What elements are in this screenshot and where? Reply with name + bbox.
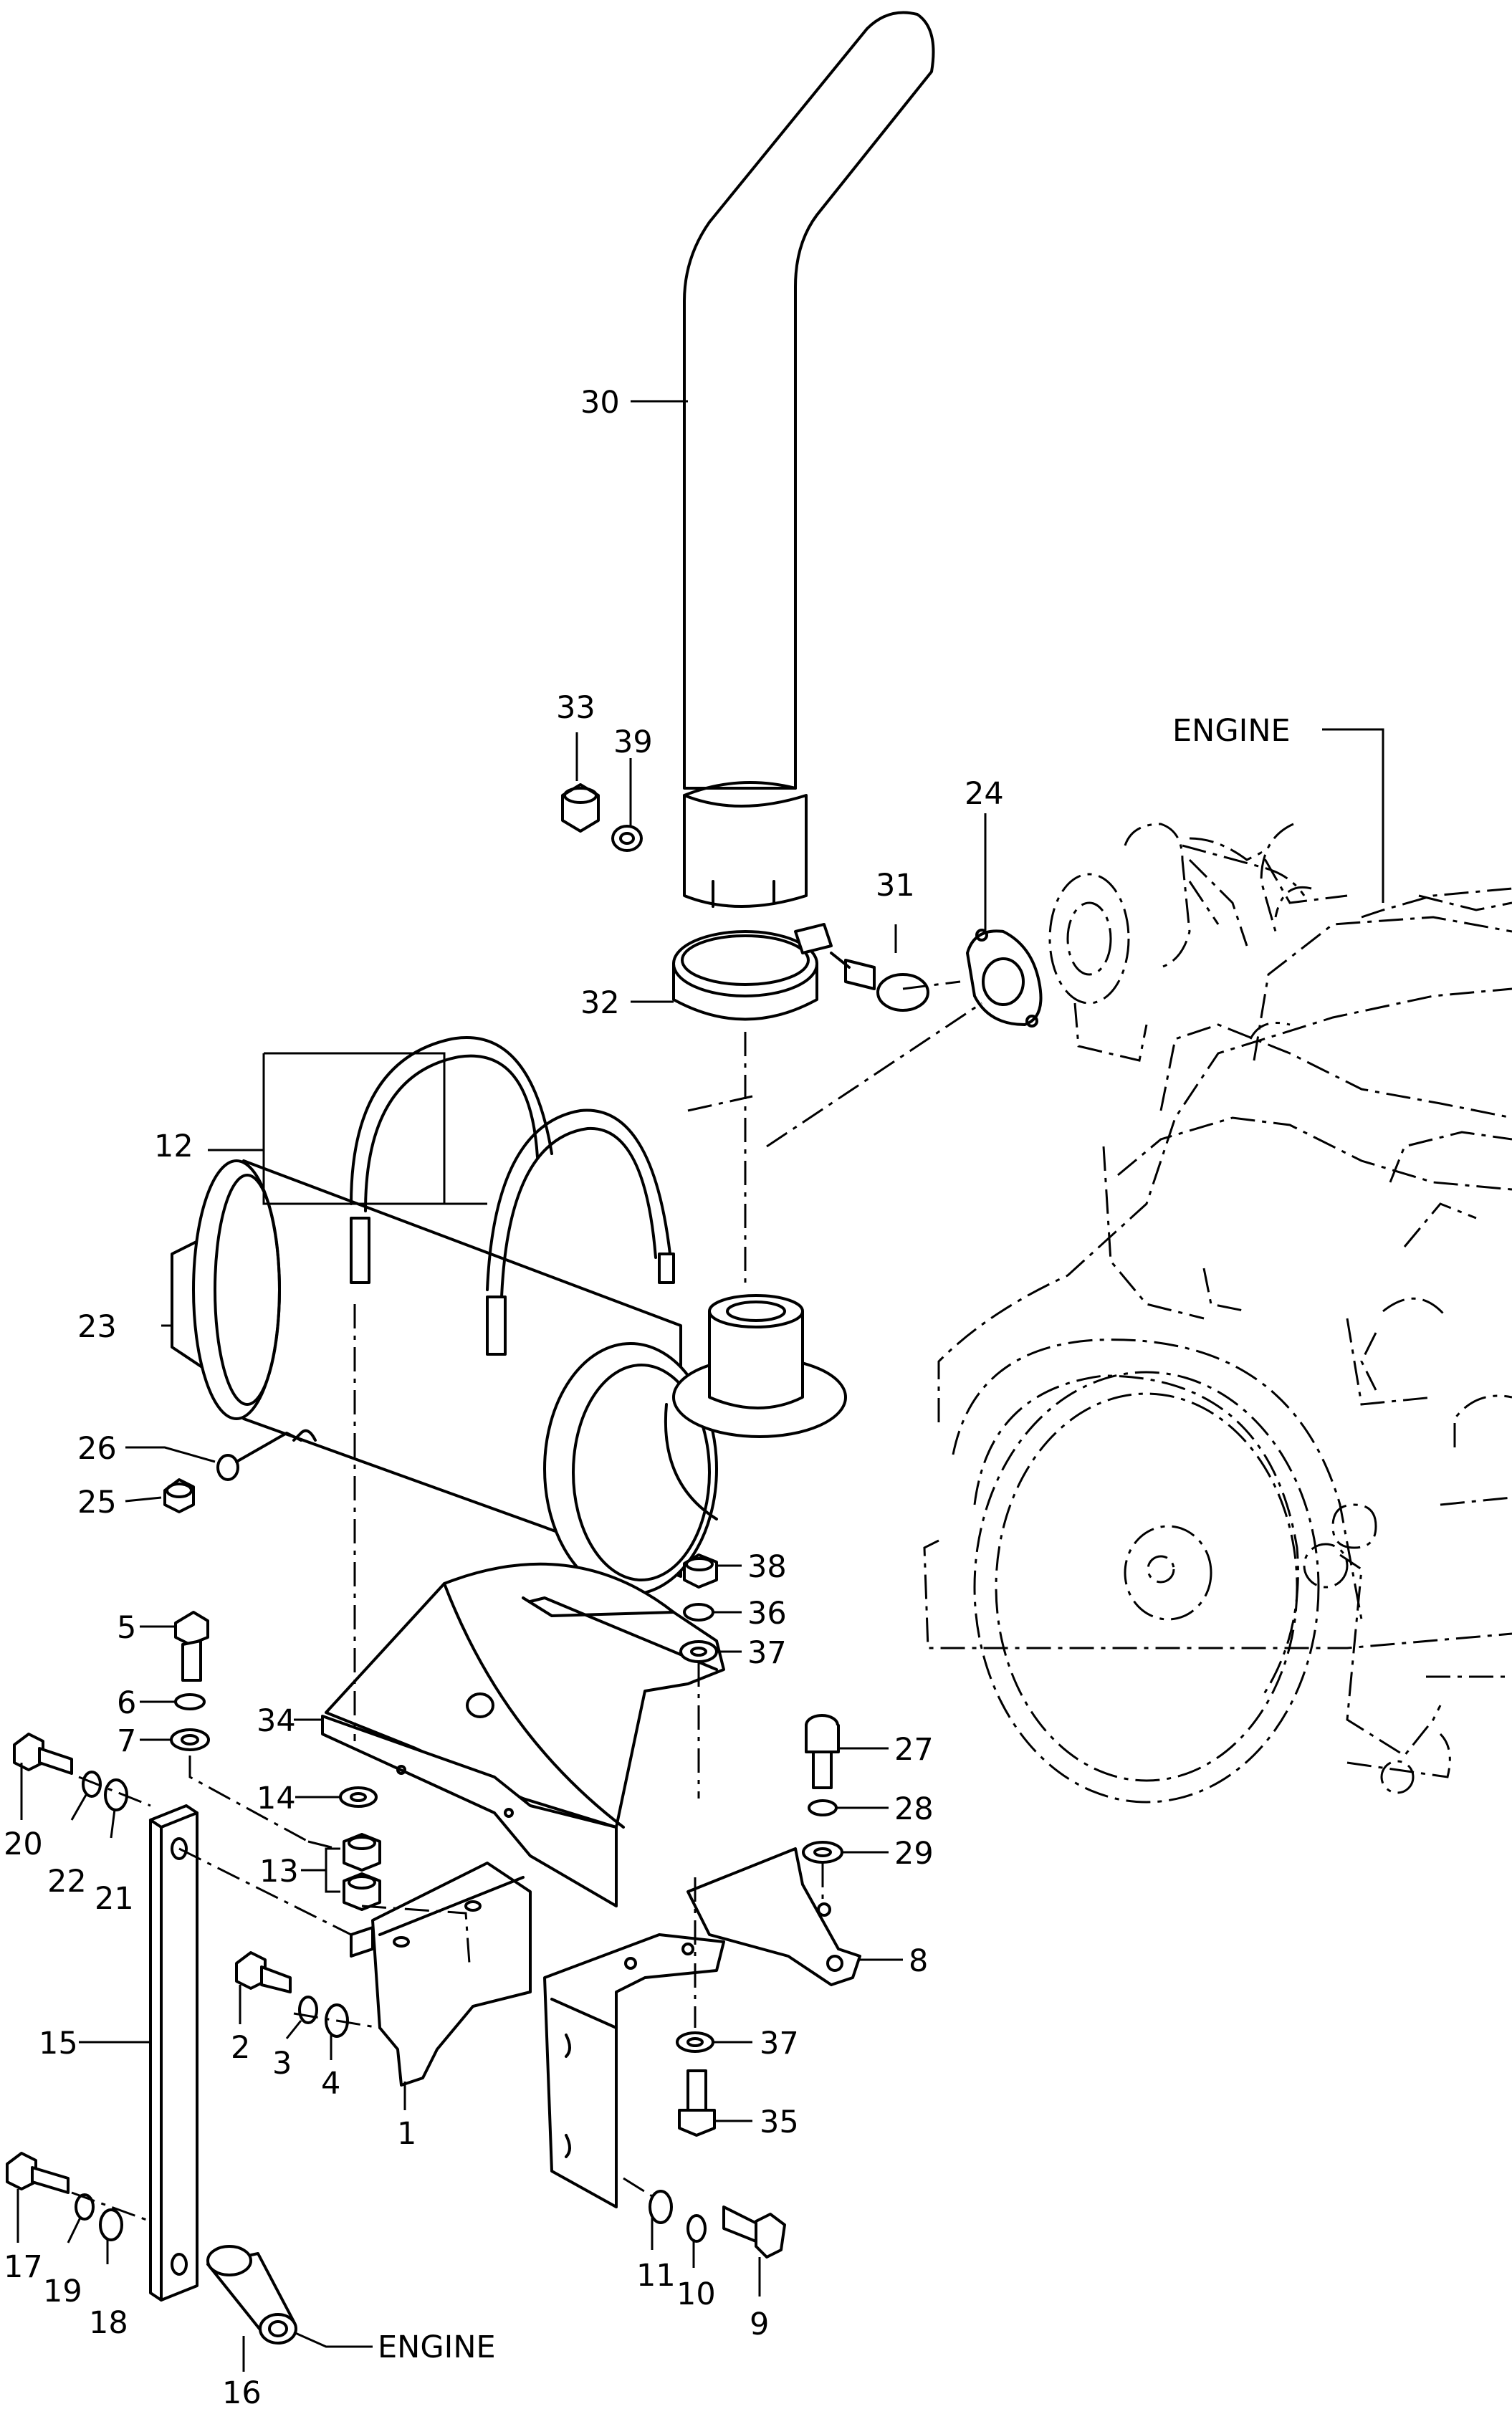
washer-21 bbox=[104, 1778, 128, 1811]
callout-22: 22 bbox=[47, 1864, 87, 1900]
callout-21: 21 bbox=[95, 1881, 134, 1917]
callout-30: 30 bbox=[580, 385, 620, 421]
bolt-31 bbox=[830, 952, 929, 1012]
clamp-32 bbox=[672, 923, 833, 1021]
callout-34: 34 bbox=[257, 1703, 296, 1739]
callout-14: 14 bbox=[257, 1781, 296, 1816]
callout-39: 39 bbox=[613, 724, 653, 760]
gasket-24 bbox=[966, 929, 1043, 1028]
leader-lines bbox=[16, 400, 987, 2372]
bracket-34 bbox=[321, 1562, 725, 1907]
bolt-5 bbox=[174, 1611, 209, 1682]
callout-2: 2 bbox=[231, 2030, 250, 2066]
bolt-17 bbox=[6, 2152, 70, 2194]
washer-37-lower bbox=[676, 2031, 714, 2053]
washer-14 bbox=[339, 1786, 378, 1808]
callout-38: 38 bbox=[747, 1549, 787, 1585]
callout-1: 1 bbox=[397, 2116, 416, 2152]
washer-11 bbox=[649, 2190, 673, 2224]
callout-5: 5 bbox=[117, 1610, 136, 1646]
washer-36 bbox=[683, 1603, 714, 1622]
callout-20: 20 bbox=[4, 1826, 43, 1862]
bolt-20 bbox=[13, 1733, 73, 1775]
callout-27: 27 bbox=[894, 1732, 934, 1768]
callout-13: 13 bbox=[259, 1854, 299, 1890]
callout-24: 24 bbox=[965, 776, 1004, 812]
alignment-lines bbox=[71, 980, 982, 2223]
engine-label-top: ENGINE bbox=[1172, 713, 1291, 749]
callout-26: 26 bbox=[77, 1431, 117, 1467]
callout-19: 19 bbox=[43, 2274, 82, 2309]
callout-35: 35 bbox=[760, 2104, 799, 2140]
bracket-8 bbox=[686, 1847, 861, 1986]
callout-32: 32 bbox=[580, 985, 620, 1021]
callout-11: 11 bbox=[636, 2258, 676, 2294]
callout-28: 28 bbox=[894, 1791, 934, 1827]
bolt-35 bbox=[678, 2069, 716, 2137]
callout-17: 17 bbox=[4, 2249, 43, 2285]
bar-15 bbox=[149, 1804, 198, 2302]
callout-10: 10 bbox=[676, 2276, 716, 2312]
spacer-16 bbox=[206, 2245, 297, 2345]
callout-7: 7 bbox=[117, 1723, 136, 1759]
bracket-l bbox=[543, 1933, 725, 2208]
washer-6 bbox=[174, 1693, 206, 1710]
washer-39 bbox=[611, 825, 643, 852]
bolt-9 bbox=[722, 2206, 786, 2259]
callout-36: 36 bbox=[747, 1596, 787, 1632]
straps-12 bbox=[350, 1036, 675, 1356]
washer-26 bbox=[216, 1454, 239, 1481]
callout-23: 23 bbox=[77, 1309, 117, 1345]
washer-7 bbox=[170, 1728, 210, 1751]
engine-label-bottom: ENGINE bbox=[378, 2329, 496, 2365]
callout-12: 12 bbox=[154, 1129, 193, 1164]
nut-38 bbox=[683, 1553, 718, 1589]
bracket-1 bbox=[350, 1862, 532, 2087]
callout-37-upper: 37 bbox=[747, 1635, 787, 1671]
callout-4: 4 bbox=[321, 2066, 340, 2102]
callout-15: 15 bbox=[39, 2026, 78, 2061]
washer-10 bbox=[686, 2214, 707, 2243]
callout-labels: 30 33 39 24 31 32 12 23 26 25 38 36 37 5… bbox=[4, 385, 1004, 2409]
engine-outline bbox=[923, 823, 1512, 1804]
washer-37-upper bbox=[679, 1640, 718, 1663]
washer-19 bbox=[75, 2193, 95, 2221]
nut-33 bbox=[561, 783, 600, 833]
callout-18: 18 bbox=[89, 2305, 128, 2341]
washer-28 bbox=[808, 1799, 838, 1816]
washer-29 bbox=[802, 1841, 843, 1864]
callout-9: 9 bbox=[750, 2307, 769, 2342]
callout-8: 8 bbox=[909, 1943, 928, 1979]
callout-6: 6 bbox=[117, 1685, 136, 1721]
callout-16: 16 bbox=[222, 2375, 262, 2409]
callout-37-lower: 37 bbox=[760, 2026, 799, 2061]
callout-25: 25 bbox=[77, 1485, 117, 1520]
callout-33: 33 bbox=[556, 690, 595, 726]
bolt-27 bbox=[805, 1714, 840, 1789]
callout-31: 31 bbox=[876, 868, 915, 904]
callout-29: 29 bbox=[894, 1836, 934, 1872]
nut-25 bbox=[163, 1478, 195, 1513]
washer-22 bbox=[82, 1771, 102, 1798]
callout-3: 3 bbox=[272, 2046, 292, 2082]
washer-18 bbox=[99, 2208, 123, 2241]
exhaust-stack-30 bbox=[683, 11, 935, 908]
muffler-23 bbox=[171, 1159, 847, 1596]
nuts-13 bbox=[343, 1833, 381, 1911]
washer-3 bbox=[298, 1996, 318, 2024]
bolt-2 bbox=[235, 1951, 292, 1993]
